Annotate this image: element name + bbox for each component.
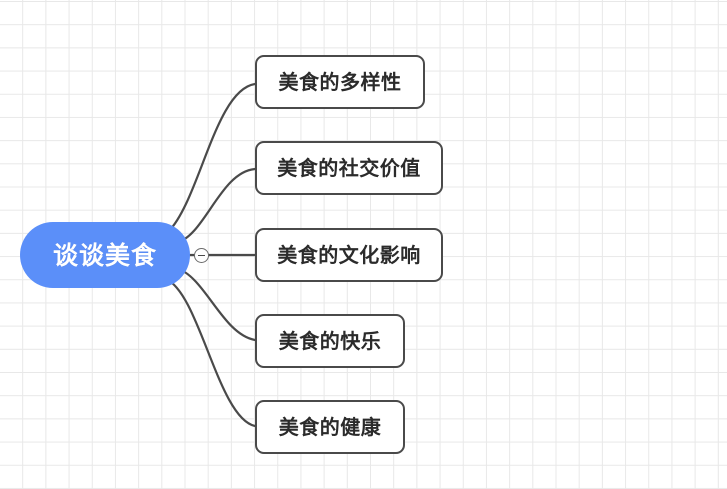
collapse-toggle-icon[interactable] [194, 248, 209, 263]
topic-node-1[interactable]: 美食的多样性 [255, 55, 425, 109]
topic-node-4[interactable]: 美食的快乐 [255, 314, 405, 368]
topic-node-2[interactable]: 美食的社交价值 [255, 141, 443, 195]
topic-node-4-label: 美食的快乐 [278, 329, 382, 353]
root-node-label: 谈谈美食 [52, 240, 157, 270]
edge-to-topic-2 [174, 167, 257, 245]
edge-to-topic-1 [166, 82, 257, 234]
topic-node-3[interactable]: 美食的文化影响 [255, 228, 443, 282]
edge-to-topic-4 [174, 266, 257, 342]
topic-node-3-label: 美食的文化影响 [277, 243, 421, 267]
edge-to-topic-5 [164, 277, 257, 428]
topic-node-1-label: 美食的多样性 [278, 70, 402, 94]
root-node[interactable]: 谈谈美食 [20, 222, 190, 288]
topic-node-5[interactable]: 美食的健康 [255, 400, 405, 454]
topic-node-2-label: 美食的社交价值 [277, 156, 421, 180]
minus-icon [198, 254, 205, 257]
topic-node-5-label: 美食的健康 [278, 415, 382, 439]
